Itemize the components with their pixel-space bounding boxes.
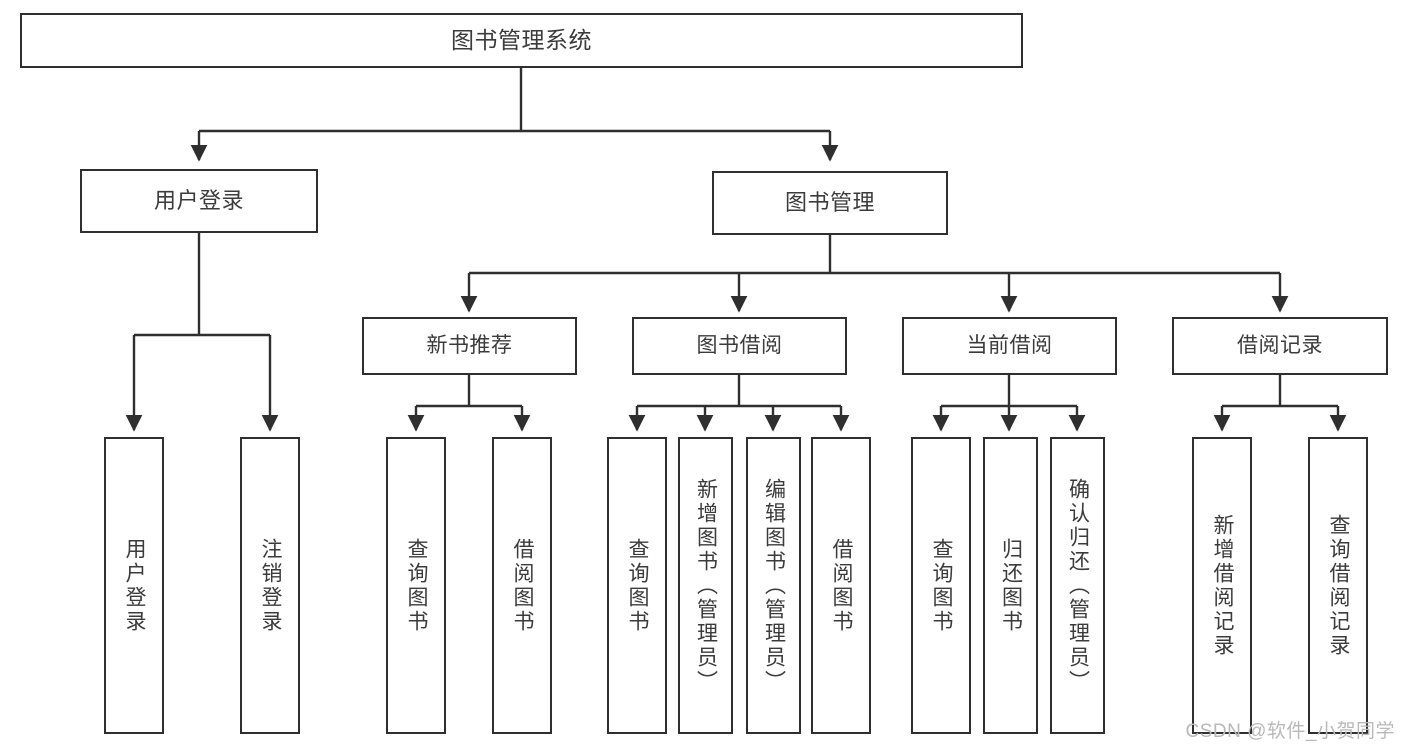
leaf-query-borrow-record[interactable]: 查询借阅记录 [1308,437,1368,734]
node-current-borrow[interactable]: 当前借阅 [902,317,1117,375]
node-new-book-recommend[interactable]: 新书推荐 [362,317,577,375]
leaf-add-book-admin-label: 新增图书（管理员） [694,477,718,694]
leaf-return-book[interactable]: 归还图书 [983,437,1038,734]
leaf-query-book-current-label: 查询图书 [930,537,954,634]
node-user-login-label: 用户登录 [153,188,244,214]
leaf-borrow-book[interactable]: 借阅图书 [811,437,871,734]
node-root[interactable]: 图书管理系统 [20,13,1023,68]
leaf-query-book-borrow[interactable]: 查询图书 [607,437,667,734]
leaf-query-borrow-record-label: 查询借阅记录 [1327,513,1351,658]
node-book-borrow[interactable]: 图书借阅 [632,317,847,375]
leaf-query-book-borrow-label: 查询图书 [626,537,650,634]
leaf-query-book-recommend-label: 查询图书 [405,537,429,634]
node-user-login[interactable]: 用户登录 [80,169,318,233]
leaf-user-login[interactable]: 用户登录 [104,437,164,734]
node-book-management[interactable]: 图书管理 [712,171,948,235]
leaf-logout[interactable]: 注销登录 [240,437,300,734]
node-borrow-record[interactable]: 借阅记录 [1172,317,1388,375]
leaf-logout-label: 注销登录 [259,537,283,634]
leaf-query-book-current[interactable]: 查询图书 [911,437,971,734]
leaf-confirm-return-admin-label: 确认归还（管理员） [1066,477,1090,694]
node-book-management-label: 图书管理 [784,190,875,216]
leaf-user-login-label: 用户登录 [123,537,147,634]
leaf-edit-book-admin-label: 编辑图书（管理员） [762,477,786,694]
leaf-add-borrow-record-label: 新增借阅记录 [1211,513,1235,658]
leaf-query-book-recommend[interactable]: 查询图书 [386,437,446,734]
node-borrow-record-label: 借阅记录 [1237,333,1323,357]
leaf-borrow-book-recommend-label: 借阅图书 [511,537,535,634]
node-new-book-recommend-label: 新书推荐 [426,333,513,357]
node-book-borrow-label: 图书借阅 [696,333,783,357]
leaf-borrow-book-label: 借阅图书 [830,537,854,634]
leaf-confirm-return-admin[interactable]: 确认归还（管理员） [1050,437,1105,734]
leaf-return-book-label: 归还图书 [999,537,1023,634]
leaf-edit-book-admin[interactable]: 编辑图书（管理员） [746,437,801,734]
csdn-watermark: CSDN @软件_小贺同学 [1185,721,1395,742]
node-current-borrow-label: 当前借阅 [966,333,1053,357]
leaf-add-borrow-record[interactable]: 新增借阅记录 [1192,437,1252,734]
leaf-add-book-admin[interactable]: 新增图书（管理员） [678,437,733,734]
leaf-borrow-book-recommend[interactable]: 借阅图书 [492,437,552,734]
node-root-label: 图书管理系统 [451,27,592,54]
